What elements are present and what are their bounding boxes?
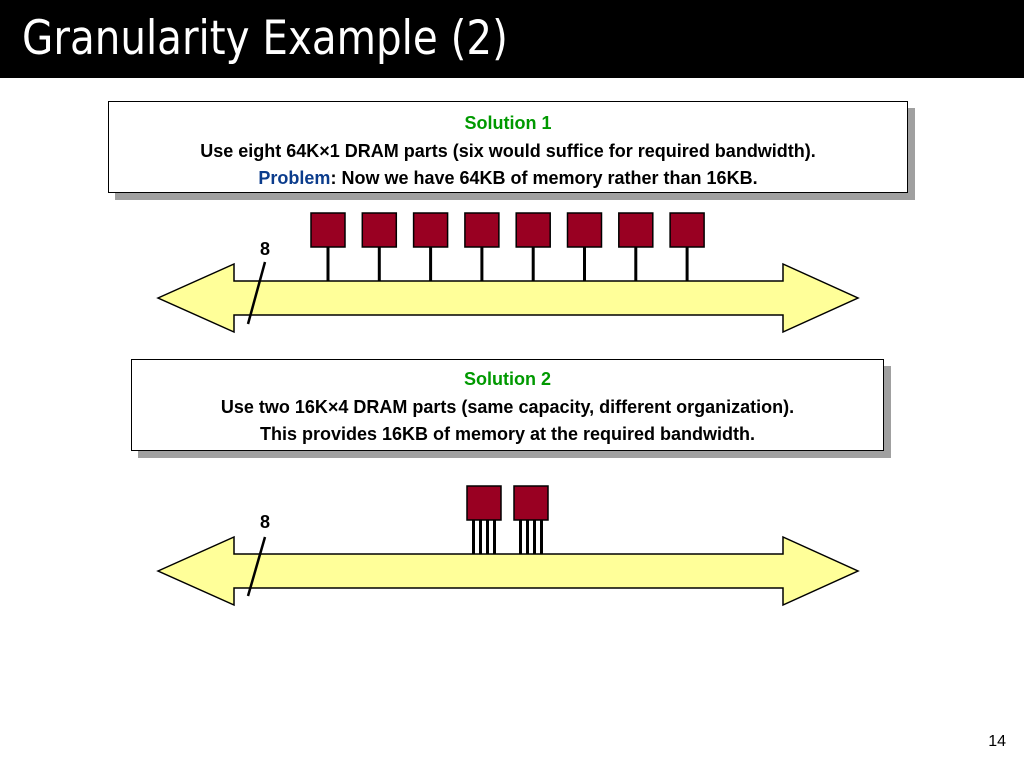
problem-label: Problem bbox=[258, 168, 331, 188]
solution-2-result: This provides 16KB of memory at the requ… bbox=[259, 424, 756, 444]
solution-1-heading: Solution 1 bbox=[464, 113, 552, 133]
solution-1-problem-line: Problem: Now we have 64KB of memory rath… bbox=[109, 165, 907, 193]
title-bar: Granularity Example (2) bbox=[0, 0, 1024, 78]
bus-1-chips bbox=[310, 212, 705, 281]
bus-2: 8 bbox=[156, 485, 860, 607]
bus-1-dram-chip-5 bbox=[515, 212, 551, 248]
problem-text: : Now we have 64KB of memory rather than… bbox=[330, 168, 758, 188]
solution-2-callout: Solution 2 Use two 16K×4 DRAM parts (sam… bbox=[131, 359, 884, 451]
bus-1-dram-chip-8 bbox=[669, 212, 705, 248]
bus-2-chips bbox=[466, 485, 549, 554]
bus-1-width-label: 8 bbox=[260, 239, 270, 259]
bus-2-width-slash bbox=[246, 536, 267, 597]
solution-2-description: Use two 16K×4 DRAM parts (same capacity,… bbox=[220, 396, 795, 417]
bus-2-dram-chip-1 bbox=[466, 485, 502, 521]
bus-1-width-slash bbox=[246, 261, 267, 325]
slide-title: Granularity Example (2) bbox=[22, 11, 508, 66]
solution-2-heading: Solution 2 bbox=[464, 369, 551, 389]
bus-1-dram-chip-3 bbox=[412, 212, 449, 248]
bus-1-dram-chip-6 bbox=[566, 212, 603, 248]
bus-2-arrow bbox=[156, 535, 860, 607]
bus-2-width-label: 8 bbox=[260, 512, 270, 532]
page-number: 14 bbox=[988, 733, 1006, 750]
bus-2-dram-chip-2 bbox=[513, 485, 549, 521]
solution-1-callout: Solution 1 Use eight 64K×1 DRAM parts (s… bbox=[108, 101, 908, 193]
bus-1-dram-chip-2 bbox=[361, 212, 398, 248]
bus-1-dram-chip-4 bbox=[464, 212, 500, 248]
bus-1-arrow bbox=[156, 262, 860, 334]
bus-1: 8 bbox=[156, 212, 860, 334]
bus-1-dram-chip-7 bbox=[618, 212, 654, 248]
solution-1-description: Use eight 64K×1 DRAM parts (six would su… bbox=[200, 140, 816, 161]
bus-1-dram-chip-1 bbox=[310, 212, 346, 248]
